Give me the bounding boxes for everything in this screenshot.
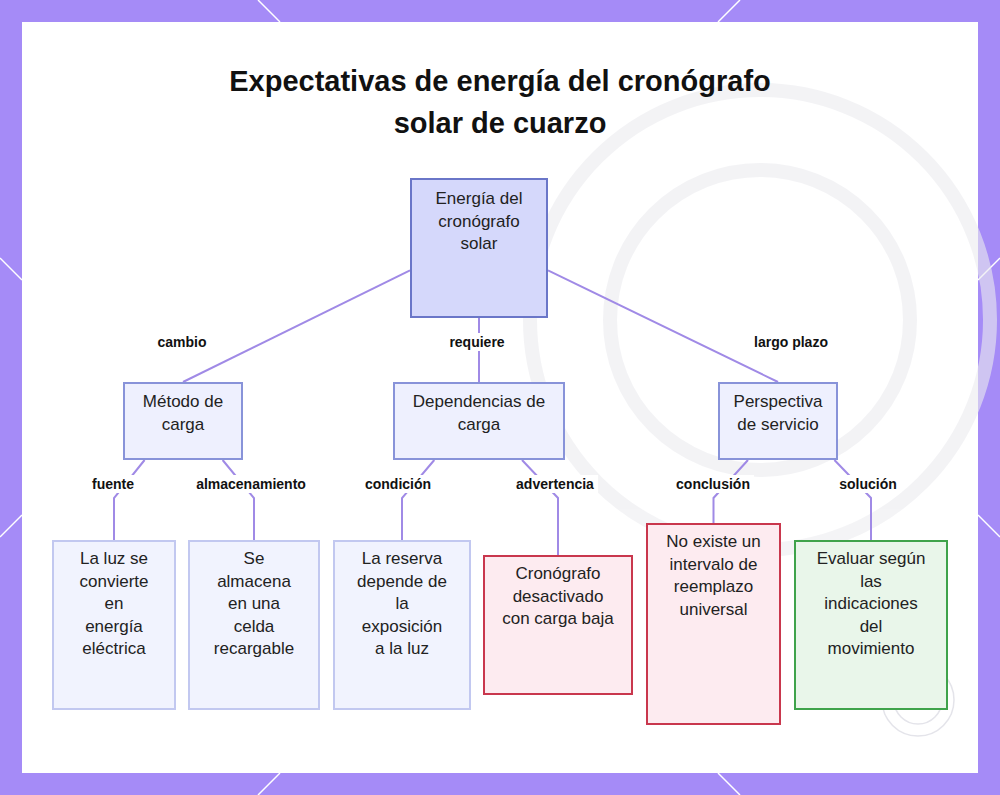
- concept-box: Dependencias de carga: [393, 382, 565, 460]
- box-text: Se almacena en una celda recargable: [212, 548, 296, 661]
- concept-box: No existe un intervalo de reemplazo univ…: [646, 523, 781, 725]
- edge-label: solución: [835, 475, 901, 493]
- connector-line: [402, 460, 434, 540]
- edge-label: conclusión: [672, 475, 754, 493]
- connector-line: [114, 460, 145, 540]
- box-text: Energía del cronógrafo solar: [434, 188, 524, 256]
- edge-label: requiere: [445, 333, 508, 351]
- concept-box: Método de carga: [123, 382, 243, 460]
- connector-line: [223, 460, 254, 540]
- connector-line: [834, 460, 871, 540]
- concept-box: Energía del cronógrafo solar: [410, 178, 548, 318]
- edge-label: cambio: [153, 333, 210, 351]
- connector-line: [183, 270, 410, 382]
- box-text: Método de carga: [137, 391, 229, 436]
- concept-box: Cronógrafo desactivado con carga baja: [483, 555, 633, 695]
- concept-box: Evaluar según las indicaciones del movim…: [794, 540, 948, 710]
- box-text: La luz se convierte en energía eléctrica: [76, 548, 152, 661]
- box-text: Cronógrafo desactivado con carga baja: [501, 563, 615, 631]
- edge-label: almacenamiento: [192, 475, 310, 493]
- connector-line: [548, 270, 778, 382]
- edge-label: largo plazo: [750, 333, 832, 351]
- concept-box: La reserva depende de la exposición a la…: [333, 540, 471, 710]
- box-text: La reserva depende de la exposición a la…: [357, 548, 447, 661]
- box-text: Evaluar según las indicaciones del movim…: [816, 548, 926, 661]
- box-text: Dependencias de carga: [407, 391, 551, 436]
- box-text: No existe un intervalo de reemplazo univ…: [664, 531, 763, 621]
- edge-label: condición: [361, 475, 435, 493]
- diagram-title: Expectativas de energía del cronógrafo s…: [200, 60, 800, 144]
- concept-box: Perspectiva de servicio: [718, 382, 838, 460]
- concept-box: La luz se convierte en energía eléctrica: [52, 540, 176, 710]
- concept-box: Se almacena en una celda recargable: [188, 540, 320, 710]
- edge-label: fuente: [88, 475, 138, 493]
- edge-label: advertencia: [512, 475, 598, 493]
- box-text: Perspectiva de servicio: [732, 391, 824, 436]
